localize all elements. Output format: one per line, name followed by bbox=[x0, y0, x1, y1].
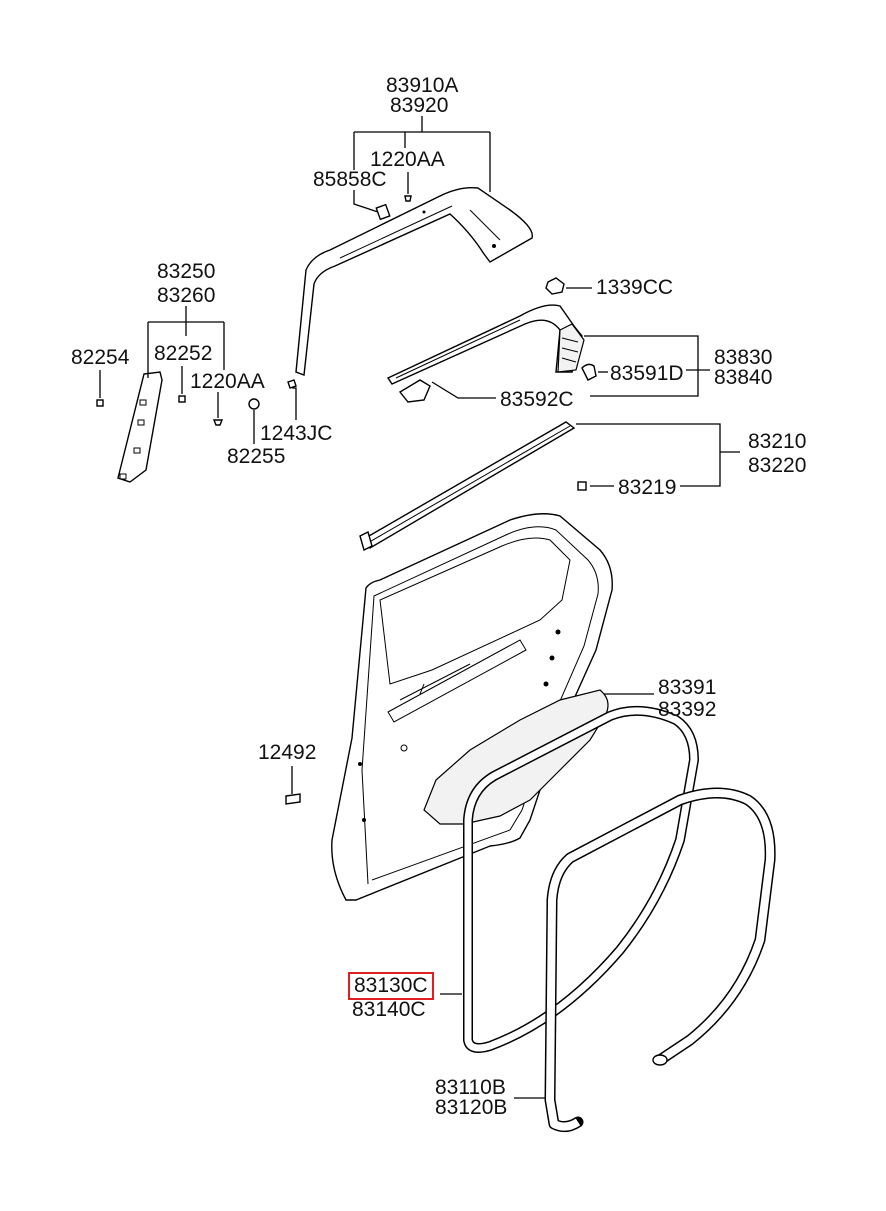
label-83260: 83260 bbox=[157, 284, 216, 307]
label-85858C: 85858C bbox=[313, 168, 387, 191]
clip-83591D bbox=[581, 363, 608, 381]
label-83120B: 83120B bbox=[435, 1096, 508, 1119]
vapor-sheet[interactable] bbox=[423, 689, 654, 825]
label-83910A: 83910A bbox=[386, 74, 459, 97]
label-12492: 12492 bbox=[258, 741, 317, 764]
label-82252: 82252 bbox=[154, 342, 213, 365]
label-83830: 83830 bbox=[714, 346, 773, 369]
label-83840: 83840 bbox=[714, 366, 773, 389]
door-weatherstrip[interactable] bbox=[440, 705, 699, 1053]
pillar-trim[interactable] bbox=[117, 371, 163, 483]
screw-1220AA-left bbox=[212, 392, 224, 426]
door-frame-garnish[interactable] bbox=[295, 186, 534, 376]
label-1339CC: 1339CC bbox=[596, 276, 674, 299]
label-83210: 83210 bbox=[748, 430, 807, 453]
leader-83250 bbox=[147, 306, 225, 378]
screw-1243JC bbox=[287, 379, 297, 420]
nut-1339CC bbox=[545, 277, 592, 295]
label-83592C: 83592C bbox=[500, 388, 574, 411]
leader-83210 bbox=[576, 423, 740, 487]
clip-82254 bbox=[96, 370, 104, 407]
clip-83219 bbox=[577, 481, 614, 491]
body-weatherstrip[interactable] bbox=[514, 787, 776, 1133]
clip-82252 bbox=[178, 366, 186, 403]
label-83130C[interactable]: 83130C bbox=[348, 972, 434, 1000]
label-83250: 83250 bbox=[157, 260, 216, 283]
label-1220AA-left: 1220AA bbox=[190, 370, 265, 393]
label-83220: 83220 bbox=[748, 454, 807, 477]
label-83920: 83920 bbox=[390, 94, 449, 117]
clip-85858C bbox=[353, 190, 391, 221]
label-83219: 83219 bbox=[618, 476, 677, 499]
leader-83830 bbox=[584, 335, 710, 397]
clip-82255 bbox=[248, 398, 260, 444]
label-1220AA-top: 1220AA bbox=[370, 148, 445, 171]
clip-83592C bbox=[398, 379, 496, 403]
door-panel[interactable] bbox=[331, 513, 613, 901]
window-moulding[interactable] bbox=[386, 304, 585, 385]
label-83392: 83392 bbox=[658, 698, 717, 721]
screw-1220AA-top bbox=[404, 172, 412, 202]
label-83140C: 83140C bbox=[352, 998, 426, 1021]
leader-83910A bbox=[353, 116, 491, 192]
label-82254: 82254 bbox=[71, 346, 130, 369]
label-1243JC: 1243JC bbox=[260, 422, 333, 445]
label-83591D: 83591D bbox=[610, 362, 684, 385]
label-83110B: 83110B bbox=[435, 1076, 506, 1099]
label-82255: 82255 bbox=[227, 445, 286, 468]
label-83391: 83391 bbox=[658, 676, 717, 699]
belt-weatherstrip[interactable] bbox=[359, 421, 576, 552]
bolt-12492 bbox=[285, 766, 301, 805]
